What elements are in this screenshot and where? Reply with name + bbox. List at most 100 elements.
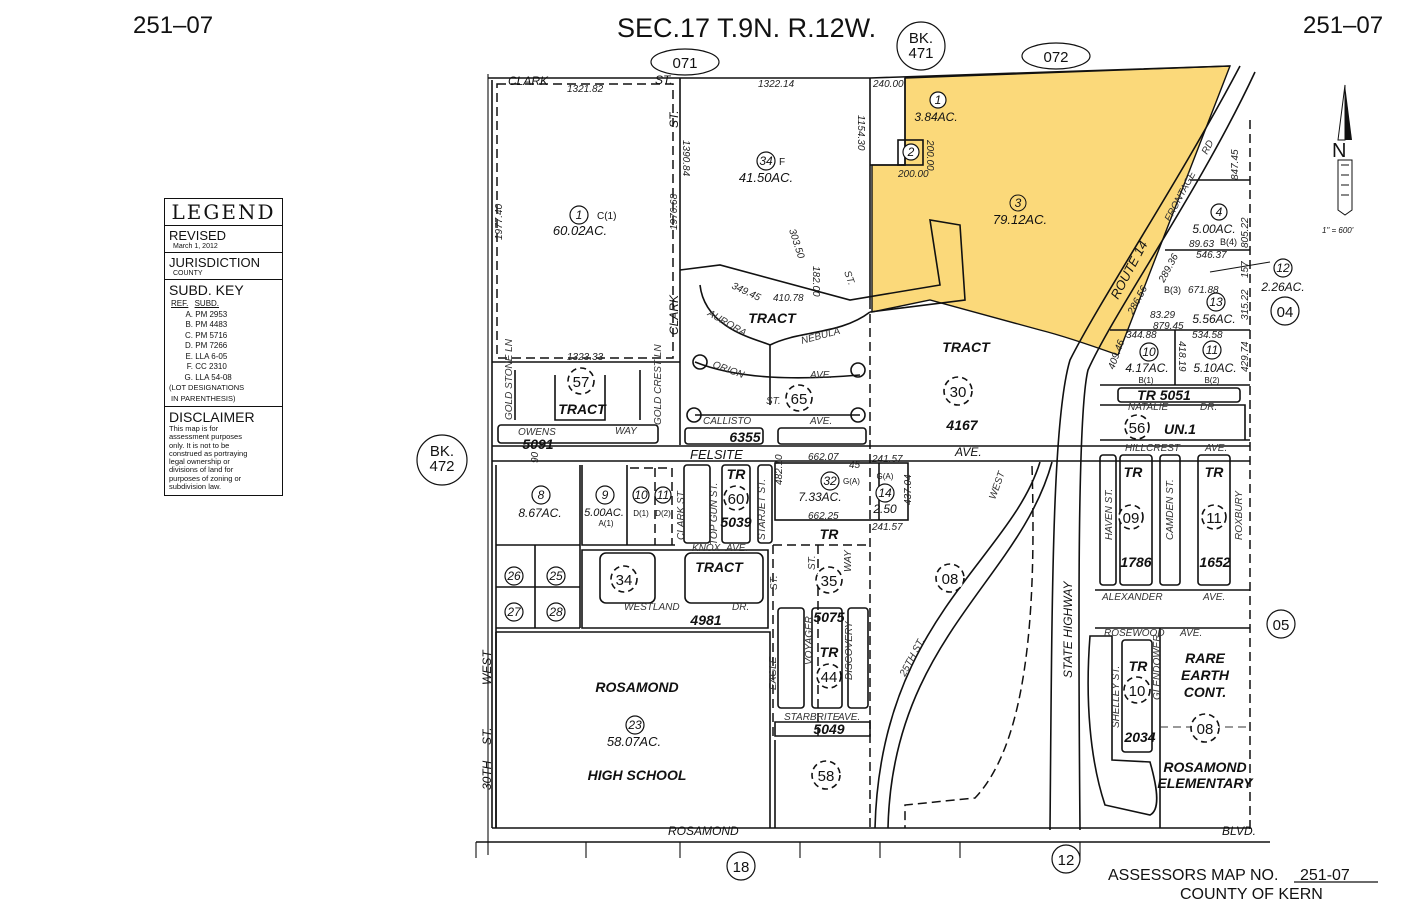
street-label: WAY bbox=[615, 426, 638, 437]
tract-number[interactable]: 30 bbox=[950, 384, 967, 401]
parcel-number[interactable]: 11 bbox=[1206, 343, 1218, 357]
street-label: HAVEN ST. bbox=[1104, 489, 1115, 540]
street-label: ROXBURY bbox=[1234, 490, 1245, 540]
map-number-left: 251–07 bbox=[133, 12, 213, 39]
page-ref-04-circle[interactable] bbox=[1270, 296, 1300, 326]
subd-key-item: C. PM 5716 bbox=[177, 331, 278, 342]
parcel-number[interactable]: 32 bbox=[823, 474, 837, 488]
tract-number[interactable]: 08 bbox=[942, 571, 959, 588]
tract-number[interactable]: 57 bbox=[573, 374, 590, 391]
parcel-acres: 41.50AC. bbox=[739, 170, 793, 185]
tract-number[interactable]: 09 bbox=[1123, 510, 1140, 527]
dimension: 437.04 bbox=[903, 474, 914, 505]
parcel-ref: F bbox=[779, 157, 785, 168]
tract-number[interactable]: 10 bbox=[1129, 683, 1146, 700]
street-label: GOLD STONE LN bbox=[504, 338, 515, 420]
page-ref-18[interactable]: 18 bbox=[733, 859, 750, 876]
parcel-acres: 5.00AC. bbox=[1192, 222, 1235, 236]
map-scale: 1" = 600' bbox=[1322, 226, 1354, 235]
parcel-number[interactable]: 2 bbox=[907, 145, 915, 159]
parcel-number[interactable]: 12 bbox=[1276, 261, 1290, 275]
page-ref-05[interactable]: 05 bbox=[1273, 617, 1290, 634]
street-label: GLENDOWER bbox=[1152, 634, 1163, 700]
page-ref-18-circle[interactable] bbox=[726, 851, 756, 881]
parcel-number[interactable]: 10 bbox=[1142, 345, 1156, 359]
disclaimer-line: construed as portraying bbox=[169, 448, 248, 458]
street-label: NATALIE bbox=[1128, 402, 1169, 413]
page-ref-12-circle[interactable] bbox=[1051, 844, 1081, 874]
tract-number[interactable]: 08 bbox=[1197, 721, 1214, 738]
dimension: 241.57 bbox=[871, 522, 903, 533]
page-ref-071-oval[interactable] bbox=[650, 48, 720, 76]
subd-value: PM 2953 bbox=[195, 309, 228, 319]
page-ref-12[interactable]: 12 bbox=[1058, 852, 1075, 869]
parcel-number[interactable]: 25 bbox=[548, 569, 563, 583]
tract-number[interactable]: 11 bbox=[1206, 510, 1222, 527]
parcel-number[interactable]: 1 bbox=[576, 208, 583, 222]
street-label: AVE. bbox=[1202, 592, 1225, 603]
parcel-number[interactable]: 4 bbox=[1216, 205, 1223, 219]
dimension: 286.56 bbox=[1125, 284, 1150, 317]
street-label: VOYAGER bbox=[804, 616, 815, 665]
parcel-number[interactable]: 27 bbox=[506, 605, 522, 619]
lot-note-1: (LOT DESIGNATIONS bbox=[169, 383, 245, 392]
subd-header-row: REF. SUBD. bbox=[169, 299, 278, 310]
subd-value: CC 2310 bbox=[195, 362, 227, 371]
tract-number[interactable]: 65 bbox=[791, 391, 808, 408]
parcel-number[interactable]: 11 bbox=[657, 488, 669, 502]
parcel-number[interactable]: 23 bbox=[627, 718, 642, 732]
tract-label: TR bbox=[1205, 464, 1225, 480]
street-label: NEBULA bbox=[800, 326, 842, 347]
parcel-number[interactable]: 28 bbox=[548, 605, 563, 619]
tract-number[interactable]: 35 bbox=[821, 573, 838, 590]
parcel-number[interactable]: 8 bbox=[538, 488, 545, 502]
parcel-number[interactable]: 10 bbox=[634, 488, 648, 502]
book-ref-471-circle[interactable] bbox=[896, 21, 946, 71]
highlighted-parcel-3[interactable] bbox=[871, 65, 1232, 356]
page-ref-072[interactable]: 072 bbox=[1043, 49, 1068, 66]
dimension: 200.00 bbox=[924, 139, 935, 171]
tract-number[interactable]: 60 bbox=[728, 491, 745, 508]
parcel-number[interactable]: 13 bbox=[1209, 295, 1223, 309]
tract-number[interactable]: 44 bbox=[821, 669, 838, 686]
page-ref-04[interactable]: 04 bbox=[1277, 304, 1294, 321]
book-ref-472-b[interactable]: 472 bbox=[429, 458, 454, 475]
subd-value: LLA 54-08 bbox=[195, 372, 232, 382]
disclaimer-label: DISCLAIMER bbox=[169, 409, 255, 425]
parcel-ref: B(3) bbox=[1164, 285, 1181, 295]
parcel-number[interactable]: 3 bbox=[1015, 196, 1022, 210]
subd-ref: D. bbox=[185, 341, 193, 350]
book-ref-472-circle[interactable] bbox=[416, 434, 468, 486]
dimension: 805.22 bbox=[1240, 217, 1251, 248]
subd-key-item: A. PM 2953 bbox=[177, 310, 278, 321]
tract-number[interactable]: 34 bbox=[616, 572, 633, 589]
page-ref-072-oval[interactable] bbox=[1021, 42, 1091, 70]
book-ref-471-a[interactable]: BK. bbox=[909, 30, 933, 47]
parcel-number[interactable]: 26 bbox=[506, 569, 521, 583]
tract-label: TR bbox=[1129, 658, 1149, 674]
street-label: DISCOVERY bbox=[844, 620, 855, 680]
tract-number[interactable]: 58 bbox=[818, 768, 835, 785]
street-labels: CLARK ST. CLARK ST. FELSITE AVE. ROSAMON… bbox=[480, 73, 1256, 838]
parcel-number[interactable]: 1 bbox=[935, 93, 942, 107]
book-ref-472-a[interactable]: BK. bbox=[430, 443, 454, 460]
street-label: ROSEWOOD bbox=[1104, 628, 1165, 639]
page-ref-071[interactable]: 071 bbox=[672, 55, 697, 72]
parcel-number[interactable]: 34 bbox=[759, 154, 773, 168]
book-ref-471-b[interactable]: 471 bbox=[908, 45, 933, 62]
tract-unit: UN.1 bbox=[1164, 421, 1196, 437]
parcel-number[interactable]: 9 bbox=[602, 488, 609, 502]
tract-id: 6355 bbox=[729, 429, 760, 445]
page-ref-05-circle[interactable] bbox=[1266, 609, 1296, 639]
street-label: ST. bbox=[667, 110, 681, 128]
disclaimer-line: only. It is not to be bbox=[169, 440, 230, 450]
street-label: WESTLAND bbox=[624, 602, 680, 613]
tract-label: TR 5051 bbox=[1137, 387, 1191, 403]
parcel-number[interactable]: 14 bbox=[878, 486, 892, 500]
street-label: TOP GUN ST. bbox=[709, 483, 720, 545]
tract-number[interactable]: 56 bbox=[1129, 420, 1146, 437]
map-title: SEC.17 T.9N. R.12W. bbox=[617, 13, 876, 43]
parcel-acres: 7.33AC. bbox=[798, 490, 841, 504]
dimension: 410.78 bbox=[773, 293, 804, 304]
